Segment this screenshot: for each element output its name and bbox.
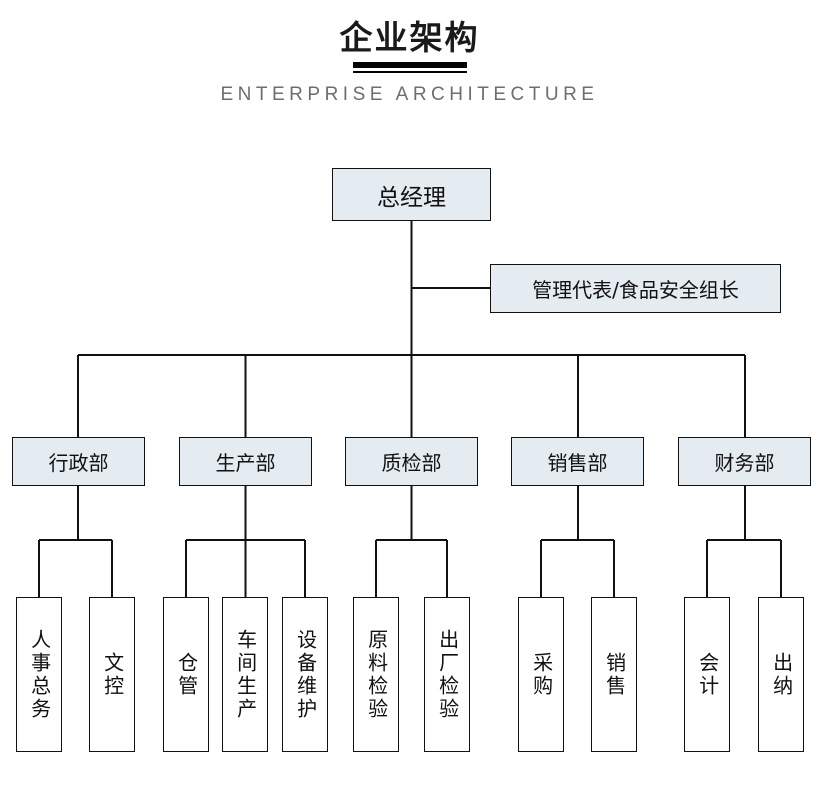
node-label-team-raw-material-inspection: 原料检验	[364, 628, 389, 721]
node-label-management-representative: 管理代表/食品安全组长	[532, 278, 739, 302]
node-label-team-hr: 人事总务	[27, 628, 52, 721]
node-team-purchasing[interactable]: 采购	[518, 597, 564, 752]
node-label-team-purchasing: 采购	[529, 651, 554, 698]
page-subtitle: ENTERPRISE ARCHITECTURE	[220, 84, 599, 105]
node-label-team-accounting: 会计	[695, 651, 720, 698]
node-team-equipment-maintenance[interactable]: 设备维护	[282, 597, 328, 752]
node-department-sales[interactable]: 销售部	[511, 437, 644, 486]
node-label-team-outgoing-inspection: 出厂检验	[435, 628, 460, 721]
node-team-hr[interactable]: 人事总务	[16, 597, 62, 752]
node-team-accounting[interactable]: 会计	[684, 597, 730, 752]
node-general-manager[interactable]: 总经理	[332, 168, 491, 221]
node-team-outgoing-inspection[interactable]: 出厂检验	[424, 597, 470, 752]
node-label-team-equipment-maintenance: 设备维护	[293, 628, 318, 721]
divider-thin-line	[352, 71, 467, 73]
node-label-department-production: 生产部	[215, 451, 276, 475]
node-department-finance[interactable]: 财务部	[678, 437, 811, 486]
node-label-team-workshop: 车间生产	[233, 628, 258, 721]
node-label-department-finance: 财务部	[714, 451, 775, 475]
node-department-administration[interactable]: 行政部	[12, 437, 145, 486]
node-team-cashier[interactable]: 出纳	[758, 597, 804, 752]
chart-header: 企业架构 ENTERPRISE ARCHITECTURE	[0, 0, 819, 106]
node-label-team-selling: 销售	[602, 651, 627, 698]
node-label-general-manager: 总经理	[377, 184, 446, 211]
node-department-production[interactable]: 生产部	[179, 437, 312, 486]
node-department-quality[interactable]: 质检部	[345, 437, 478, 486]
page-title: 企业架构	[339, 18, 480, 57]
node-team-warehouse[interactable]: 仓管	[163, 597, 209, 752]
node-team-document-control[interactable]: 文控	[89, 597, 135, 752]
node-label-department-administration: 行政部	[48, 451, 109, 475]
node-label-department-quality: 质检部	[381, 451, 442, 475]
title-divider	[0, 62, 819, 74]
node-team-raw-material-inspection[interactable]: 原料检验	[353, 597, 399, 752]
node-management-representative[interactable]: 管理代表/食品安全组长	[490, 264, 781, 313]
divider-thick-bar	[352, 62, 467, 68]
node-label-team-document-control: 文控	[100, 651, 125, 698]
node-team-workshop[interactable]: 车间生产	[222, 597, 268, 752]
node-team-selling[interactable]: 销售	[591, 597, 637, 752]
node-label-department-sales: 销售部	[547, 451, 608, 475]
node-label-team-cashier: 出纳	[769, 651, 794, 698]
node-label-team-warehouse: 仓管	[174, 651, 199, 698]
